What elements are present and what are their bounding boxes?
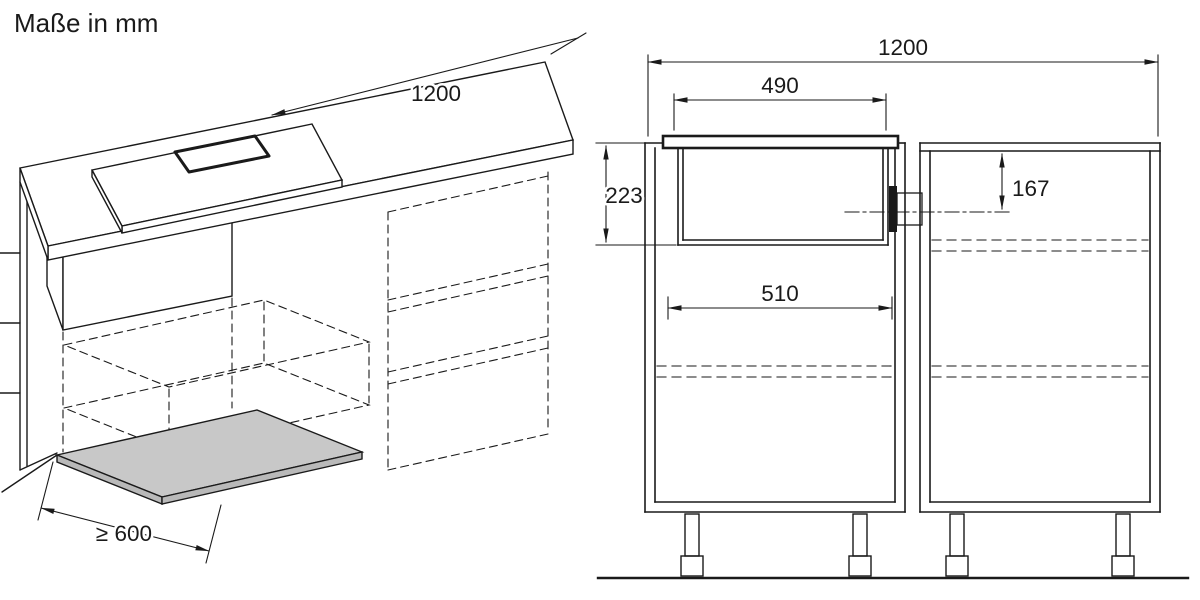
cabinet-right bbox=[919, 142, 1161, 513]
dim-iso-width bbox=[271, 32, 587, 116]
hob-unit bbox=[661, 134, 923, 246]
dim-clearance bbox=[37, 461, 222, 564]
dim-cutout-width-label: 490 bbox=[761, 73, 799, 98]
dim-install-depth bbox=[595, 142, 677, 246]
base-panel-edge-right bbox=[161, 451, 363, 505]
duct-outlet bbox=[889, 186, 897, 232]
dim-total-width bbox=[647, 54, 1159, 137]
base-panel bbox=[54, 409, 365, 506]
hidden-edges bbox=[62, 171, 549, 473]
duct-outlet-flange bbox=[896, 192, 923, 226]
hob-plate bbox=[661, 134, 900, 150]
dim-outlet-axis-label: 167 bbox=[1012, 176, 1050, 201]
dim-clearance-label: ≥ 600 bbox=[96, 521, 152, 546]
cabinet-right-shelf-hidden bbox=[931, 239, 1149, 378]
floor-edge bbox=[1, 454, 58, 493]
iso-view: 1200 ≥ 600 bbox=[0, 32, 587, 564]
base-panel-top bbox=[54, 409, 365, 498]
cabinet-left bbox=[644, 142, 906, 513]
dim-iso-width-label: 1200 bbox=[411, 81, 461, 106]
dim-total-width-label: 1200 bbox=[878, 35, 928, 60]
page-title: Maße in mm bbox=[14, 8, 158, 38]
dim-cutout-width bbox=[673, 93, 887, 131]
hob bbox=[90, 123, 344, 234]
vent-grille-icon bbox=[173, 134, 271, 174]
dim-install-depth-label: 223 bbox=[605, 183, 643, 208]
dim-inner-width-label: 510 bbox=[761, 281, 799, 306]
feet bbox=[680, 513, 1135, 577]
cabinet-side-panel bbox=[0, 181, 58, 471]
dim-inner-width bbox=[667, 296, 893, 320]
cabinet-left-shelf-hidden bbox=[656, 365, 894, 378]
section-view: 1200 490 223 167 510 bbox=[595, 33, 1190, 580]
